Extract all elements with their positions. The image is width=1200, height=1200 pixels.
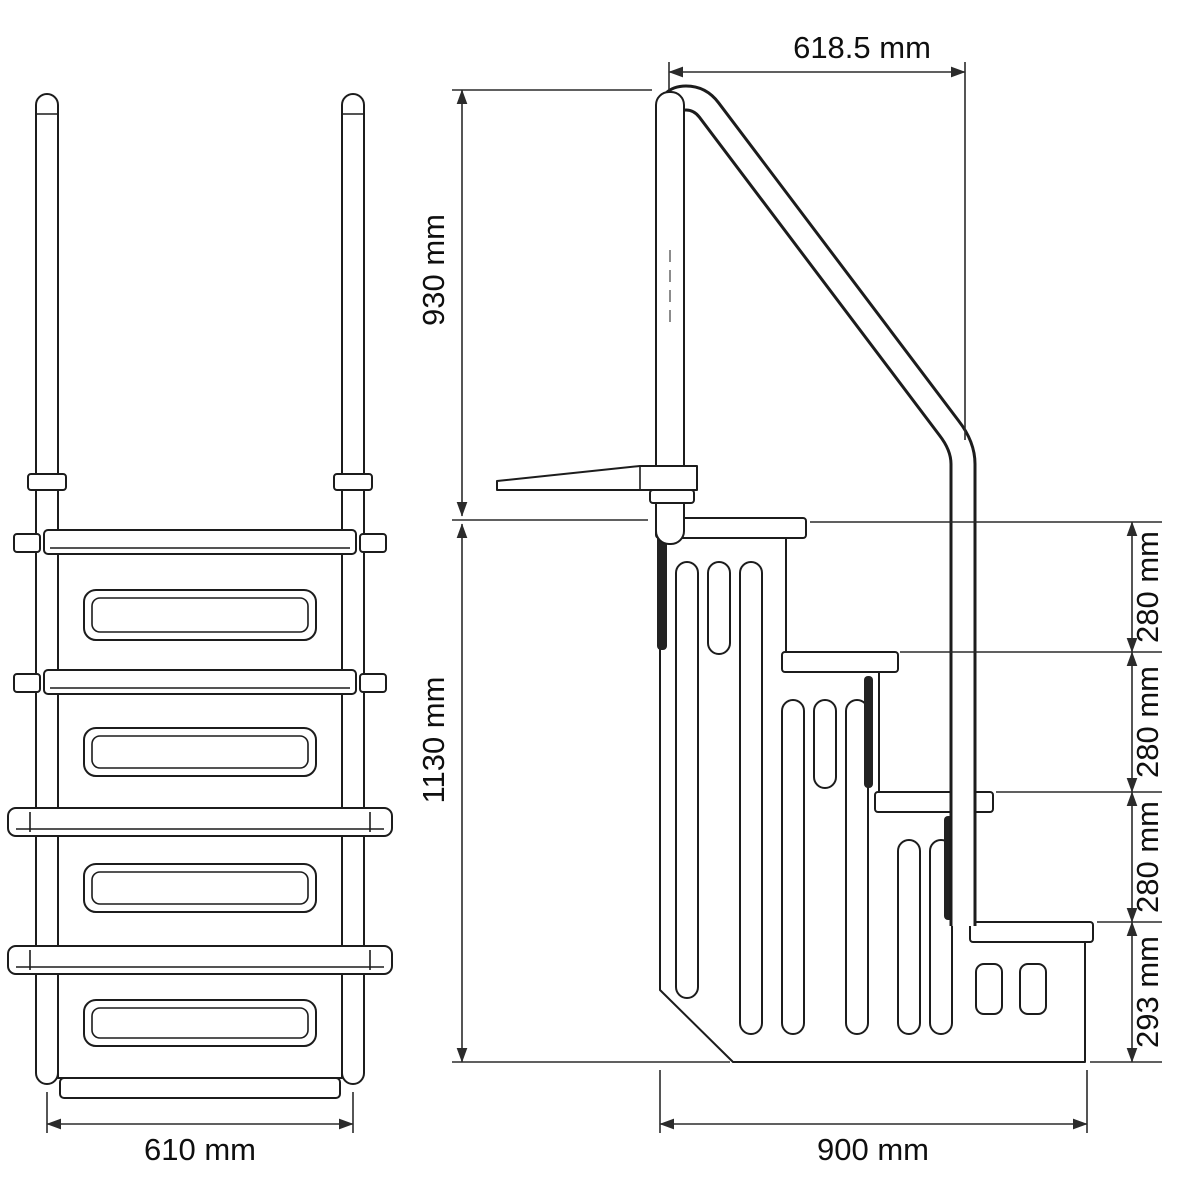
dim-front-width: 610 mm [46,1092,354,1167]
slot-small [1019,963,1047,1015]
rail-bracket-1 [657,534,667,650]
slot [897,839,921,1035]
side-view [496,84,1094,1063]
rail-bracket-2 [864,676,873,788]
platform-bracket [649,489,695,504]
front-tread-3 [7,807,393,837]
top-platform-blade [496,465,698,491]
front-slot-1-inner [91,597,309,633]
dim-stair-height: 1130 mm [416,523,730,1063]
step2-right-tab [359,673,387,693]
side-tread-4 [969,921,1094,943]
front-slot-3-outer [83,863,317,913]
front-right-rail [341,93,365,1085]
slot-small [975,963,1003,1015]
side-panel-slots [675,561,1047,1035]
right-rail-collar [333,473,373,491]
step2-left-tab [13,673,41,693]
step1-right-tab [359,533,387,553]
dim-top-width: 618.5 mm [668,30,966,440]
dim-post-height: 930 mm [416,89,652,521]
slot [739,561,763,1035]
front-slot-3-inner [91,871,309,905]
dim-label-base-depth: 900 mm [817,1132,929,1167]
slot [675,561,699,999]
dim-base-depth: 900 mm [659,1070,1088,1167]
dim-label-front-width: 610 mm [144,1132,256,1167]
front-base-plate [59,1077,341,1099]
front-tread-1 [43,529,357,555]
front-view [7,93,393,1099]
front-slot-2-inner [91,735,309,769]
dim-label-riser-3: 280 mm [1130,801,1165,913]
front-slot-1-outer [83,589,317,641]
front-slot-2-outer [83,727,317,777]
dimension-annotations: 618.5 mm 930 mm 1130 mm 280 mm [46,30,1165,1167]
slot [707,561,731,655]
side-tread-2 [781,651,899,673]
dim-risers: 280 mm 280 mm 280 mm 293 mm [810,521,1165,1063]
front-left-rail [35,93,59,1085]
front-tread-4 [7,945,393,975]
front-slot-4-inner [91,1007,309,1039]
dim-label-top-width: 618.5 mm [793,30,931,65]
front-slot-4-outer [83,999,317,1047]
dim-label-riser-4: 293 mm [1130,936,1165,1048]
dim-label-stair-height: 1130 mm [416,677,451,804]
slot [813,699,837,789]
dim-label-riser-2: 280 mm [1130,666,1165,778]
step1-left-tab [13,533,41,553]
dim-label-post-height: 930 mm [416,214,451,326]
left-rail-collar [27,473,67,491]
slot [845,699,869,1035]
dim-label-riser-1: 280 mm [1130,531,1165,643]
front-tread-2 [43,669,357,695]
slot [781,699,805,1035]
